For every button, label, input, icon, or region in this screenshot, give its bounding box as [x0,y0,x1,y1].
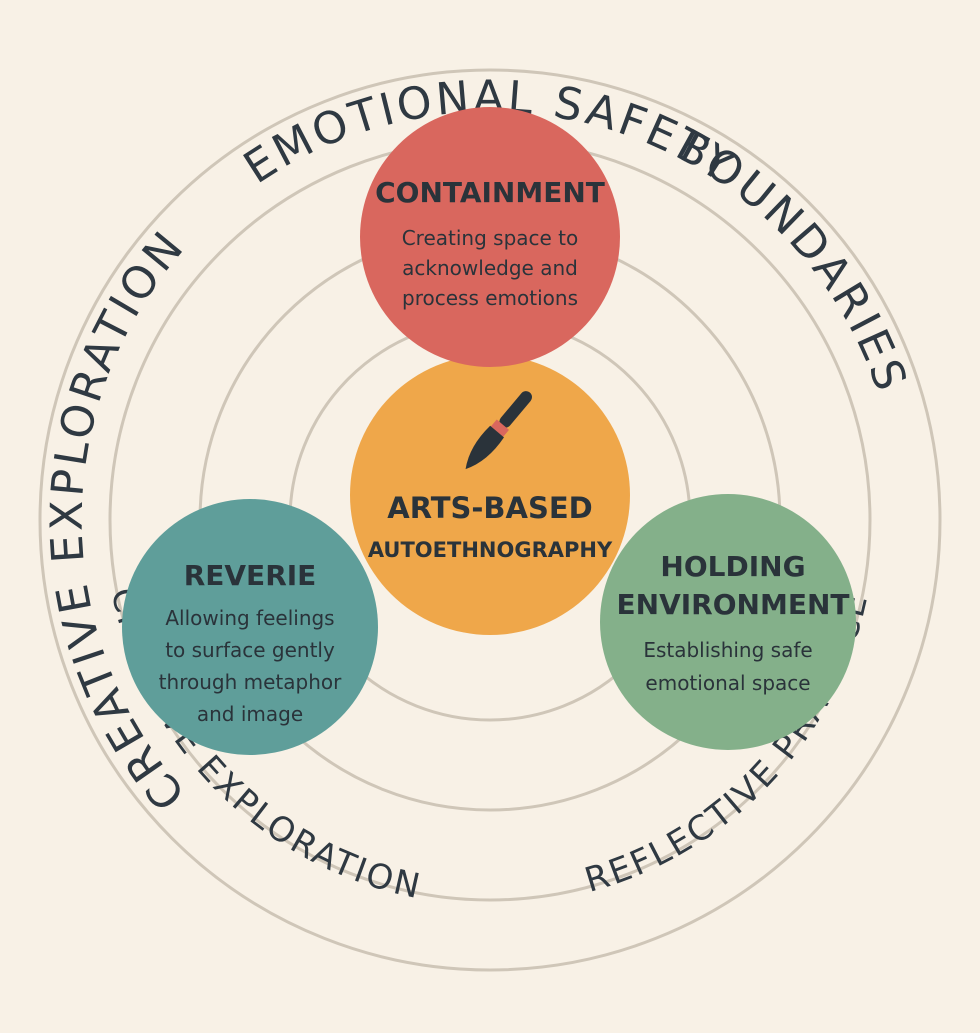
center-node: ARTS-BASED AUTOETHNOGRAPHY [350,355,630,635]
paintbrush-icon [465,391,532,470]
holding-desc-line-2: emotional space [645,671,810,695]
center-subtitle: AUTOETHNOGRAPHY [368,538,613,562]
containment-desc-line-3: process emotions [402,286,578,310]
holding-desc-line-1: Establishing safe [643,638,812,662]
center-title: ARTS-BASED [387,491,593,525]
reverie-title: REVERIE [184,559,317,592]
holding-title-line-1: HOLDING [660,550,805,583]
holding-environment-node: HOLDING ENVIRONMENT Establishing safe em… [600,494,856,750]
holding-title-line-2: ENVIRONMENT [617,588,850,621]
reverie-desc-line-1: Allowing feelings [165,606,334,630]
reverie-desc-line-4: and image [197,702,303,726]
containment-circle [360,107,620,367]
label-boundaries: BOUNDARIES [668,120,917,400]
containment-title: CONTAINMENT [375,176,605,209]
containment-desc-line-1: Creating space to [402,226,579,250]
holding-circle [600,494,856,750]
reverie-node: REVERIE Allowing feelings to surface gen… [122,499,378,755]
reverie-circle [122,499,378,755]
ring-4 [38,68,942,972]
containment-desc-line-2: acknowledge and [402,256,578,280]
center-circle [350,355,630,635]
reverie-desc-line-2: to surface gently [165,638,335,662]
reverie-desc-line-3: through metaphor [159,670,342,694]
containment-node: CONTAINMENT Creating space to acknowledg… [360,107,620,367]
